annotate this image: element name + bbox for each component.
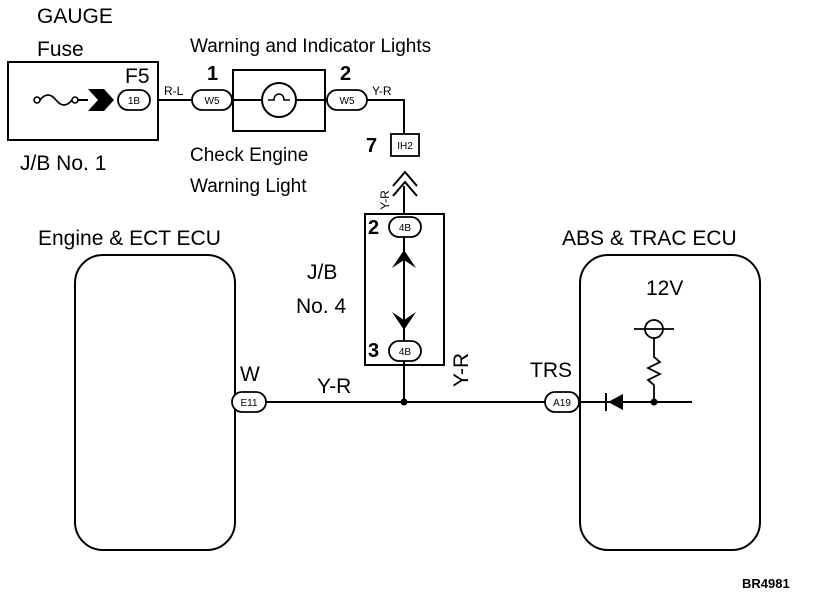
fuse-label: Fuse: [37, 38, 84, 61]
connector-4b-top-label: 4B: [399, 223, 412, 234]
connector-1b: [117, 89, 151, 111]
chevron-up-icon-1: [392, 170, 418, 187]
wire-rl-label: R-L: [164, 84, 184, 98]
abs-ecu-title: ABS & TRAC ECU: [562, 227, 737, 250]
power-source-icon: [634, 319, 674, 342]
junction-dot: [400, 398, 408, 406]
jb4-arrow-up-icon: [392, 250, 416, 268]
connector-1b-label: 1B: [128, 96, 141, 107]
engine-ecu-box: [74, 254, 236, 551]
gauge-label: GAUGE: [37, 5, 113, 28]
engine-ecu-title: Engine & ECT ECU: [38, 227, 221, 250]
connector-a19-label: A19: [553, 398, 571, 409]
chevron-up-icon-2: [392, 180, 418, 197]
connector-ih2-label: IH2: [397, 141, 413, 152]
connector-w5-left-label: W5: [205, 96, 220, 107]
abs-terminal-trs: TRS: [530, 359, 572, 382]
jb4-pin-bottom-label: 3: [368, 340, 379, 362]
check-engine-label-2: Warning Light: [190, 176, 307, 197]
jb4-label-1: J/B: [307, 261, 337, 284]
jb4-pin-top-label: 2: [368, 217, 379, 239]
resistor-icon: [645, 342, 663, 402]
jb1-label: J/B No. 1: [20, 152, 106, 175]
jb4-label-2: No. 4: [296, 295, 347, 318]
wire-yr-top: [367, 99, 405, 134]
warning-lights-title: Warning and Indicator Lights: [190, 36, 431, 57]
pin-7-label: 7: [366, 135, 377, 157]
connector-4b-bottom-label: 4B: [399, 347, 412, 358]
wire-yr-ih2-label: Y-R: [378, 190, 392, 210]
pin-2-label: 2: [340, 63, 351, 85]
lamp-bulb-icon: [261, 82, 297, 118]
connector-ih2: [390, 133, 420, 157]
connector-e11-label: E11: [240, 398, 257, 409]
fuse-symbol-icon: [33, 94, 88, 106]
figure-code: BR4981: [742, 576, 790, 591]
diode-icon: [605, 393, 623, 411]
engine-terminal-w: W: [240, 363, 260, 386]
wire-yr-main-label: Y-R: [317, 375, 351, 398]
connector-w5-right-label: W5: [340, 96, 355, 107]
voltage-label: 12V: [646, 277, 683, 300]
wire-yr-down-label: Y-R: [450, 353, 473, 387]
pin-1-label: 1: [207, 63, 218, 85]
fuse-connector-arrow-icon: [88, 89, 114, 111]
fuse-number: F5: [125, 65, 150, 88]
jb4-arrow-down-icon: [392, 312, 416, 330]
check-engine-label-1: Check Engine: [190, 145, 308, 166]
wire-yr-top-label: Y-R: [372, 84, 392, 98]
